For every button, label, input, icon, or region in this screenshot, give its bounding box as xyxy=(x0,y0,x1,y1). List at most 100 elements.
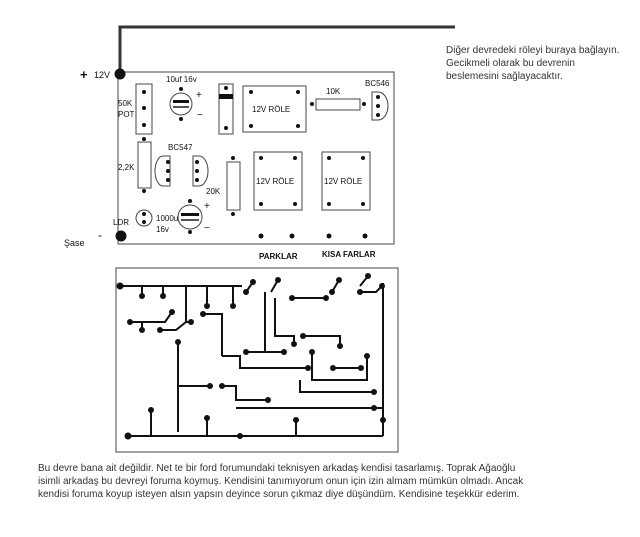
transistor-pin xyxy=(195,178,199,182)
cap-bottom-label-1: 1000u xyxy=(156,214,178,223)
capacitor-pin xyxy=(179,87,183,91)
component-board: + 12V - Şase 50K POT 10uf 16v + − 12V R xyxy=(64,25,455,261)
pad xyxy=(275,277,281,283)
pot-pin xyxy=(142,106,146,110)
transistor-pin xyxy=(195,160,199,164)
trace xyxy=(299,380,374,393)
pad xyxy=(309,349,315,355)
relay-kisa-farlar xyxy=(321,151,371,211)
bc547-label: BC547 xyxy=(168,143,193,152)
capacitor-pin xyxy=(179,117,183,121)
credit-note: Bu devre bana ait değildir. Net te bir f… xyxy=(38,463,524,500)
cap-bottom-label-2: 16v xyxy=(156,225,169,234)
ldr-pin xyxy=(142,212,146,216)
ldr-label: LDR xyxy=(113,218,129,227)
cap-bottom-minus: − xyxy=(204,223,210,234)
pad xyxy=(204,415,210,421)
trace xyxy=(311,352,368,381)
relay-top xyxy=(242,85,307,133)
pad xyxy=(281,349,287,355)
relay-parklar xyxy=(253,151,303,211)
sase-label: Şase xyxy=(64,238,85,248)
pad xyxy=(219,383,225,389)
r10k-label: 10K xyxy=(326,87,341,96)
pot-label-2: POT xyxy=(118,110,135,119)
pad xyxy=(200,311,206,317)
capacitor-plate xyxy=(181,219,199,221)
pad xyxy=(148,407,154,413)
relay-pin xyxy=(327,202,331,206)
pcb-trace-board xyxy=(115,267,399,453)
pad xyxy=(265,397,271,403)
relay-pin xyxy=(259,156,263,160)
ldr-pin xyxy=(142,220,146,224)
pad xyxy=(305,365,311,371)
output-pad xyxy=(362,233,368,239)
output-pad xyxy=(258,233,264,239)
plus-label: + xyxy=(80,67,88,82)
trace xyxy=(130,311,173,323)
pad xyxy=(204,303,210,309)
terminal-12v xyxy=(114,68,126,80)
capacitor-plate xyxy=(173,100,189,103)
relay-mid2-label: 12V RÖLE xyxy=(324,177,362,186)
relay-mid1-label: 12V RÖLE xyxy=(256,177,294,186)
diode-band xyxy=(219,94,233,99)
pad xyxy=(160,293,166,299)
relay-pin xyxy=(293,156,297,160)
pad xyxy=(337,343,343,349)
pad xyxy=(175,339,181,345)
relay-pin xyxy=(249,90,253,94)
minus-label: - xyxy=(98,228,102,242)
pad xyxy=(371,389,377,395)
relay-pin xyxy=(327,156,331,160)
diode-pin xyxy=(224,126,228,130)
pad xyxy=(243,289,249,295)
pad xyxy=(357,289,363,295)
pcb-outline xyxy=(115,267,399,453)
cap-bottom-plus: + xyxy=(204,201,210,212)
trace xyxy=(222,385,268,401)
pad xyxy=(188,319,194,325)
cap-top-minus: − xyxy=(197,110,203,121)
pad xyxy=(371,405,377,411)
pad xyxy=(330,365,336,371)
pad xyxy=(139,327,145,333)
relay-pin xyxy=(293,202,297,206)
pad xyxy=(291,341,297,347)
cap-top-plus: + xyxy=(196,90,202,101)
parklar-label: PARKLAR xyxy=(259,252,298,261)
trace xyxy=(303,335,341,346)
relay-pin xyxy=(361,156,365,160)
pad xyxy=(365,273,371,279)
capacitor-pin xyxy=(188,230,192,234)
relay-pin xyxy=(296,124,300,128)
pad xyxy=(364,353,370,359)
r20k-label: 20K xyxy=(206,187,221,196)
bc546-label: BC546 xyxy=(365,79,390,88)
pad xyxy=(380,417,386,423)
pad xyxy=(124,432,132,440)
pad xyxy=(139,293,145,299)
pad xyxy=(127,319,133,325)
capacitor-top xyxy=(169,92,193,116)
resistor-pin xyxy=(231,212,235,216)
capacitor-plate xyxy=(173,106,189,108)
pad xyxy=(289,295,295,301)
transistor-bc547-a xyxy=(154,155,171,187)
transistor-pin xyxy=(376,95,380,99)
transistor-pin xyxy=(376,113,380,117)
output-pad xyxy=(289,233,295,239)
pot-pin xyxy=(142,90,146,94)
trace xyxy=(160,321,187,331)
transistor-pin xyxy=(166,160,170,164)
pcb-pads xyxy=(116,273,386,440)
capacitor-plate xyxy=(181,213,199,216)
output-pad xyxy=(326,233,332,239)
resistor-20k xyxy=(226,161,241,211)
relay-pin xyxy=(361,202,365,206)
relay-top-label: 12V RÖLE xyxy=(252,105,290,114)
pad xyxy=(243,349,249,355)
